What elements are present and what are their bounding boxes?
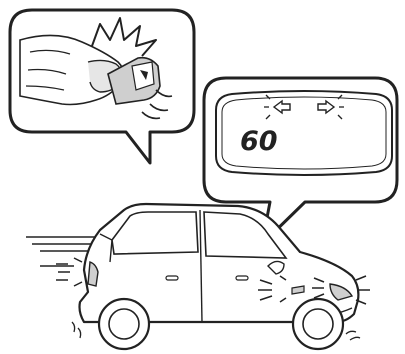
front-wheel bbox=[293, 299, 343, 349]
hazard-switch-callout bbox=[10, 10, 194, 163]
car-illustration bbox=[26, 204, 370, 349]
rear-wheel bbox=[99, 299, 149, 349]
flash-burst-icon bbox=[56, 258, 82, 286]
speed-readout: 60 bbox=[240, 126, 278, 157]
